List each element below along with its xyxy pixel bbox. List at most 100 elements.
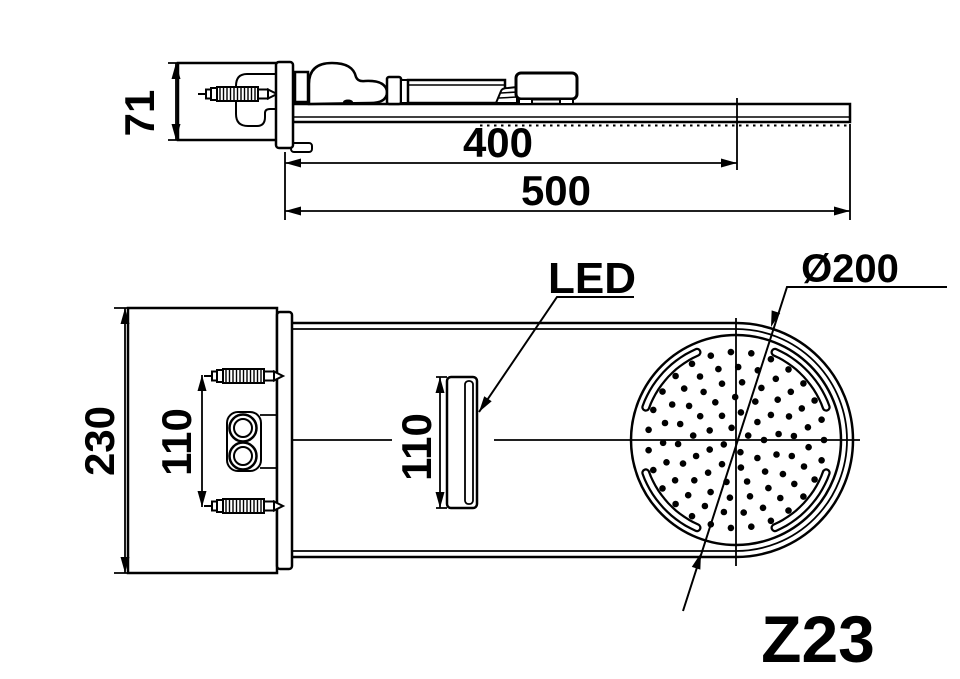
spray-hole <box>811 397 818 404</box>
spray-hole <box>791 480 798 488</box>
spray-hole <box>774 396 781 404</box>
spray-hole <box>671 477 679 484</box>
anchor-screws <box>204 368 286 514</box>
spray-hole <box>775 430 782 438</box>
spray-hole <box>718 412 726 420</box>
side-view: 71 400 500 <box>116 60 852 220</box>
spray-hole <box>661 419 669 427</box>
screw-shaft <box>263 500 275 512</box>
arrowhead <box>120 308 130 324</box>
spray-hole <box>759 504 767 512</box>
spray-slot-core <box>772 350 829 410</box>
spray-hole <box>718 460 726 468</box>
spray-hole <box>752 398 759 405</box>
arm-endcap <box>385 75 403 106</box>
spray-hole <box>688 360 696 368</box>
screw-shaft <box>257 88 269 100</box>
clip-wedge-lines <box>498 91 518 99</box>
arrowhead <box>771 310 781 327</box>
dim-400-label: 400 <box>463 119 533 166</box>
arrowhead <box>479 396 492 412</box>
joint-nut-side <box>293 70 310 104</box>
spray-hole <box>740 509 747 516</box>
spray-hole <box>761 468 769 475</box>
dim-230-label: 230 <box>76 406 123 476</box>
spray-hole <box>773 451 780 458</box>
side-screw-slot <box>198 86 280 102</box>
spray-hole <box>800 463 808 470</box>
spray-hole <box>798 405 806 412</box>
spray-hole <box>811 476 818 483</box>
housing-foot-left <box>518 98 533 105</box>
arrowhead <box>197 375 207 391</box>
arrowhead <box>435 377 445 393</box>
spray-hole <box>785 507 792 514</box>
dim-71-label: 71 <box>116 90 163 137</box>
spray-slot-core <box>643 350 700 410</box>
port-connector-lines <box>260 414 277 469</box>
centerlines <box>288 318 860 566</box>
spray-slot-core <box>772 470 829 530</box>
spray-hole <box>680 385 688 392</box>
plan-extension-lines <box>114 307 447 574</box>
spray-hole <box>727 524 735 532</box>
support-arm-side <box>406 78 507 105</box>
spray-hole <box>767 355 775 363</box>
spray-hole <box>777 494 784 502</box>
spray-hole <box>672 500 679 508</box>
spray-hole <box>805 443 812 451</box>
spray-hole <box>707 352 715 360</box>
spray-hole <box>720 441 728 448</box>
spray-hole <box>728 424 735 432</box>
escutcheon-plate-plan <box>275 310 294 571</box>
spray-hole <box>727 348 735 356</box>
arrowhead <box>721 158 737 168</box>
spray-slot-outline <box>770 347 831 412</box>
spray-hole <box>720 508 728 516</box>
spray-hole <box>696 412 704 420</box>
spray-hole <box>706 446 713 453</box>
spray-hole <box>743 478 751 485</box>
arrowhead <box>197 491 207 507</box>
arrowhead <box>171 124 181 140</box>
side-extension-lines <box>168 62 851 220</box>
spray-hole <box>691 477 698 484</box>
spray-slots <box>641 347 831 533</box>
spray-hole <box>767 411 775 419</box>
spray-hole <box>704 469 712 477</box>
screw-tip <box>273 499 286 513</box>
spray-hole <box>706 427 713 434</box>
ball-joint-cover <box>307 61 389 106</box>
spray-hole <box>772 375 780 383</box>
spray-hole <box>685 402 693 410</box>
spray-hole <box>779 470 787 478</box>
dimension-arrowheads <box>120 63 850 573</box>
spray-hole <box>676 420 684 428</box>
arrowhead <box>285 158 301 168</box>
spray-hole <box>767 517 775 525</box>
spray-hole <box>818 457 825 464</box>
clip-wedge <box>494 85 518 104</box>
spray-slot-core <box>643 470 700 530</box>
dim-110-screws-label: 110 <box>153 408 200 476</box>
diameter-label: Ø200 <box>801 247 899 291</box>
spray-hole <box>645 426 652 434</box>
spray-holes <box>645 348 828 532</box>
housing-foot-right <box>559 98 574 105</box>
spray-slot-outline <box>641 347 702 412</box>
spray-hole <box>701 502 709 510</box>
spray-hole <box>818 416 825 424</box>
spray-hole <box>668 401 676 408</box>
spray-hole <box>659 388 666 395</box>
dim-500-label: 500 <box>521 167 591 214</box>
spray-hole <box>688 512 696 520</box>
spray-hole <box>785 413 793 420</box>
spray-hole <box>663 459 670 466</box>
spray-hole <box>804 424 812 431</box>
arrowhead <box>834 206 850 216</box>
spray-hole <box>785 366 792 373</box>
spray-hole <box>650 406 657 414</box>
spray-hole <box>679 460 687 467</box>
spray-hole <box>800 493 807 500</box>
